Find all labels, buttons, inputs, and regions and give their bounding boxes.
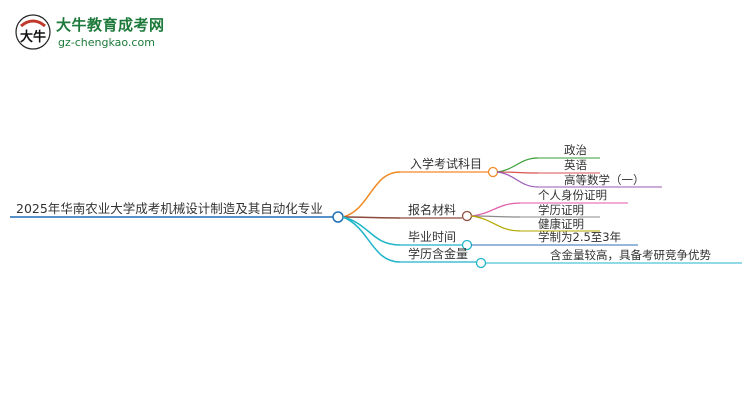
branch-3-label: 学历含金量	[408, 246, 468, 261]
branch-1-child-connector-2	[470, 215, 521, 232]
branch-0-child-connector-1	[496, 171, 539, 174]
branch-1-child-connector-1	[470, 215, 521, 218]
branch-2-child-0-label: 学制为2.5至3年	[538, 230, 621, 244]
branch-0-label: 入学考试科目	[410, 156, 482, 171]
branch-2-label: 毕业时间	[408, 230, 456, 244]
branch-0-child-connector-2	[496, 171, 539, 188]
branch-1-child-connector-0	[470, 202, 521, 217]
logo-mark-icon: 大牛	[15, 14, 51, 50]
site-logo[interactable]: 大牛 大牛教育成考网 gz-chengkao.com	[14, 12, 194, 54]
branch-connector-3	[342, 216, 401, 263]
branch-1-child-1-label: 学历证明	[538, 203, 584, 217]
branch-1-child-2-label: 健康证明	[538, 217, 584, 231]
branch-0-child-connector-0	[496, 157, 539, 173]
branch-0-child-0-label: 政治	[564, 143, 587, 157]
logo-mark-text: 大牛	[20, 29, 46, 45]
logo-url: gz-chengkao.com	[58, 36, 155, 49]
branch-connector-0	[342, 171, 401, 218]
root-node-dot	[332, 211, 344, 223]
root-label: 2025年华南农业大学成考机械设计制造及其自动化专业	[16, 201, 323, 216]
branch-0-child-1-label: 英语	[564, 158, 587, 172]
branch-0-node-dot	[487, 166, 499, 178]
logo-title: 大牛教育成考网	[56, 16, 165, 34]
branch-1-label: 报名材料	[408, 202, 456, 217]
branch-3-node-dot	[475, 257, 487, 269]
branch-1-child-0-label: 个人身份证明	[538, 188, 607, 202]
branch-connector-2	[342, 216, 401, 246]
branch-0-child-2-label: 高等数学（一）	[564, 173, 645, 187]
branch-connector-1	[342, 216, 401, 219]
branch-1-node-dot	[461, 210, 473, 222]
branch-3-child-0-label: 含金量较高，具备考研竞争优势	[550, 248, 711, 262]
